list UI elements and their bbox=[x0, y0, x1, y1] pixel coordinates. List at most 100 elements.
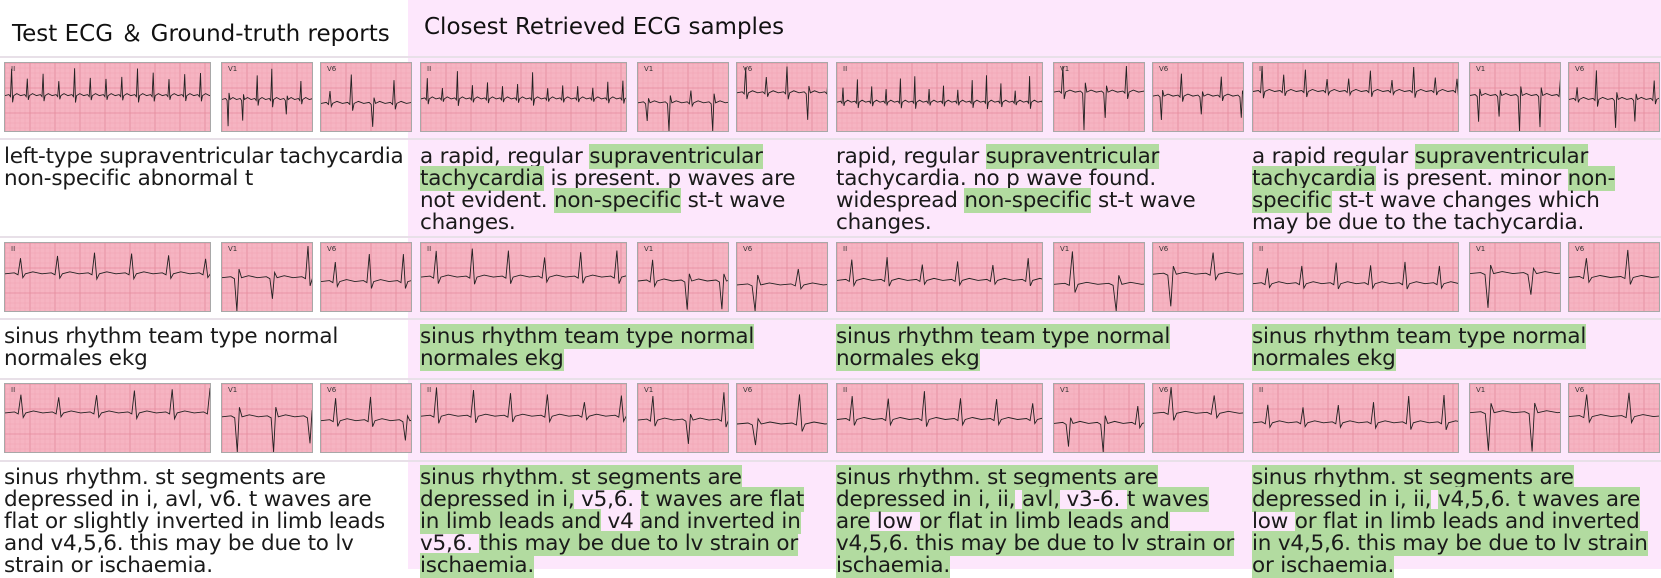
highlighted-phrase: sinus rhythm team type normal normales e… bbox=[420, 324, 755, 371]
lead-label: V1 bbox=[1476, 65, 1486, 73]
highlighted-phrase: supraventricular bbox=[985, 144, 1160, 169]
report-text: v5,6. bbox=[574, 487, 641, 512]
ecg-lead-ii: II bbox=[836, 62, 1043, 132]
ecg-lead-v1: V1 bbox=[637, 242, 729, 312]
ecg-trace bbox=[5, 68, 210, 103]
lead-label: V1 bbox=[1060, 386, 1070, 394]
lead-label: V6 bbox=[327, 386, 337, 394]
ecg-lead-v1: V1 bbox=[1469, 62, 1561, 132]
ecg-lead-v6: V6 bbox=[1152, 242, 1244, 312]
ecg-lead-v1: V1 bbox=[221, 62, 313, 132]
ecg-trace bbox=[5, 387, 210, 421]
ecg-lead-v6: V6 bbox=[736, 383, 828, 453]
ecg-trace bbox=[1253, 394, 1458, 430]
lead-label: V6 bbox=[743, 386, 753, 394]
ecg-lead-v6: V6 bbox=[736, 62, 828, 132]
highlighted-phrase: avl, bbox=[1021, 487, 1060, 512]
report-text: st-t wave changes. bbox=[836, 188, 1196, 235]
lead-label: V6 bbox=[1159, 245, 1169, 253]
ecg-lead-v1: V1 bbox=[221, 383, 313, 453]
lead-label: II bbox=[843, 65, 848, 73]
ecg-trace bbox=[737, 66, 827, 120]
ecg-trace bbox=[1153, 386, 1243, 421]
lead-label: V1 bbox=[228, 386, 238, 394]
ecg-trace bbox=[837, 391, 1042, 427]
ground-truth-report: sinus rhythm team type normal normales e… bbox=[4, 326, 408, 370]
lead-label: II bbox=[427, 386, 432, 394]
ecg-trace bbox=[321, 74, 411, 127]
ecg-lead-ii: II bbox=[1252, 62, 1459, 132]
retrieved-report: sinus rhythm. st segments are depressed … bbox=[1252, 465, 1652, 578]
ecg-trace bbox=[222, 245, 312, 311]
lead-label: II bbox=[1259, 65, 1264, 73]
report-text: v3-6. bbox=[1059, 487, 1127, 512]
ecg-trace bbox=[837, 257, 1042, 288]
test-header: Test ECG ＆ Ground-truth reports bbox=[12, 21, 390, 47]
retrieved-report: sinus rhythm team type normal normales e… bbox=[420, 324, 824, 371]
ecg-lead-v6: V6 bbox=[1152, 383, 1244, 453]
ground-truth-report: sinus rhythm. st segments are depressed … bbox=[4, 467, 408, 577]
row-separator bbox=[0, 236, 1661, 238]
ecg-lead-v6: V6 bbox=[320, 383, 412, 453]
row-separator bbox=[0, 138, 1661, 140]
lead-label: V6 bbox=[743, 65, 753, 73]
ecg-trace bbox=[1569, 392, 1659, 425]
lead-label: V1 bbox=[644, 386, 654, 394]
ecg-lead-v6: V6 bbox=[320, 242, 412, 312]
lead-label: V6 bbox=[327, 65, 337, 73]
retrieved-report: sinus rhythm team type normal normales e… bbox=[836, 324, 1240, 371]
report-text: a rapid, regular bbox=[420, 144, 590, 169]
ecg-trace bbox=[321, 253, 411, 289]
lead-label: II bbox=[843, 245, 848, 253]
ecg-lead-ii: II bbox=[836, 383, 1043, 453]
ecg-trace bbox=[1470, 402, 1560, 452]
lead-label: V6 bbox=[1159, 65, 1169, 73]
lead-label: V6 bbox=[1575, 245, 1585, 253]
lead-label: II bbox=[11, 386, 16, 394]
highlighted-phrase: non-specific bbox=[553, 188, 681, 213]
highlighted-phrase: sinus rhythm team type normal normales e… bbox=[1252, 324, 1587, 371]
report-text: a rapid regular bbox=[1252, 144, 1415, 169]
ecg-trace bbox=[837, 75, 1042, 110]
lead-label: II bbox=[1259, 245, 1264, 253]
lead-label: II bbox=[427, 245, 432, 253]
ecg-trace bbox=[1153, 73, 1243, 121]
highlighted-phrase: and inverted in bbox=[640, 509, 801, 534]
ecg-lead-v1: V1 bbox=[637, 62, 729, 132]
retrieved-report: rapid, regular supraventricular tachycar… bbox=[836, 144, 1240, 235]
ecg-trace bbox=[638, 90, 728, 131]
ecg-lead-v1: V1 bbox=[1053, 383, 1145, 453]
ecg-trace bbox=[737, 268, 827, 311]
ecg-lead-ii: II bbox=[4, 383, 211, 453]
lead-label: V6 bbox=[327, 245, 337, 253]
ecg-lead-v1: V1 bbox=[1469, 242, 1561, 312]
ecg-lead-v6: V6 bbox=[1568, 383, 1660, 453]
highlighted-phrase: v4,5,6. t waves are bbox=[1437, 487, 1641, 512]
lead-label: V1 bbox=[644, 65, 654, 73]
row-separator bbox=[0, 318, 1661, 320]
ecg-trace bbox=[222, 406, 312, 452]
ecg-lead-v1: V1 bbox=[1469, 383, 1561, 453]
report-text: st-t wave changes. bbox=[420, 188, 786, 235]
ecg-lead-ii: II bbox=[1252, 383, 1459, 453]
lead-label: II bbox=[427, 65, 432, 73]
retrieved-report: sinus rhythm. st segments are depressed … bbox=[420, 465, 824, 578]
ecg-lead-v6: V6 bbox=[320, 62, 412, 132]
ecg-lead-v1: V1 bbox=[1053, 62, 1145, 132]
report-text: left-type supraventricular tachycardia n… bbox=[4, 144, 404, 191]
ecg-lead-v1: V1 bbox=[221, 242, 313, 312]
lead-label: V6 bbox=[743, 245, 753, 253]
ground-truth-report: left-type supraventricular tachycardia n… bbox=[4, 146, 408, 190]
lead-label: V6 bbox=[1159, 386, 1169, 394]
lead-label: II bbox=[11, 245, 16, 253]
ecg-trace bbox=[1470, 264, 1560, 308]
report-text: sinus rhythm team type normal normales e… bbox=[4, 324, 339, 371]
report-text: v4 bbox=[600, 509, 641, 534]
ecg-lead-v1: V1 bbox=[1053, 242, 1145, 312]
ecg-trace bbox=[1054, 251, 1144, 311]
highlighted-phrase: non-specific bbox=[964, 188, 1092, 213]
report-text: tachycardia. no p wave found. widespread bbox=[836, 166, 1156, 213]
ecg-trace bbox=[737, 394, 827, 446]
ecg-trace bbox=[1253, 261, 1458, 290]
lead-label: V6 bbox=[1575, 65, 1585, 73]
